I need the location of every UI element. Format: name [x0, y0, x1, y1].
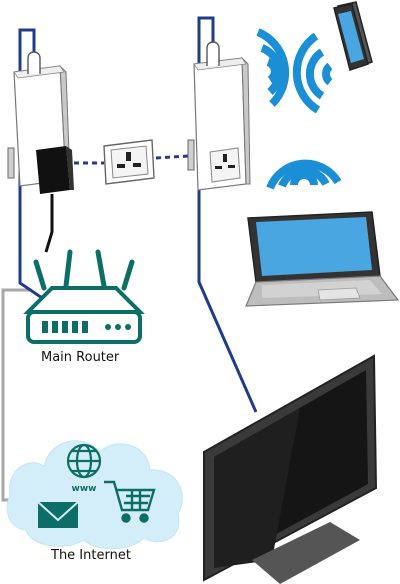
cloud-icon — [6, 440, 183, 550]
smartphone-icon — [333, 1, 373, 71]
wifi-signal-icon — [292, 32, 333, 114]
powerline-adapter-right — [187, 41, 251, 191]
laptop-icon — [245, 211, 400, 307]
powerline-link-right — [155, 154, 189, 160]
right-adapter-cable — [197, 16, 258, 413]
tv-icon — [203, 354, 378, 584]
left-adapter-cable — [18, 28, 49, 304]
router-label: Main Router — [41, 350, 120, 365]
envelope-icon — [37, 501, 79, 528]
globe-www-icon — [66, 443, 102, 479]
wall-socket-icon — [103, 139, 155, 185]
wifi-signal-icon — [266, 159, 342, 190]
www-text: www — [72, 484, 97, 494]
router-icon — [23, 249, 145, 344]
wifi-signal-icon — [256, 28, 290, 107]
internet-label: The Internet — [51, 548, 131, 563]
shopping-cart-icon — [104, 480, 156, 523]
black-power-plug — [36, 146, 74, 253]
